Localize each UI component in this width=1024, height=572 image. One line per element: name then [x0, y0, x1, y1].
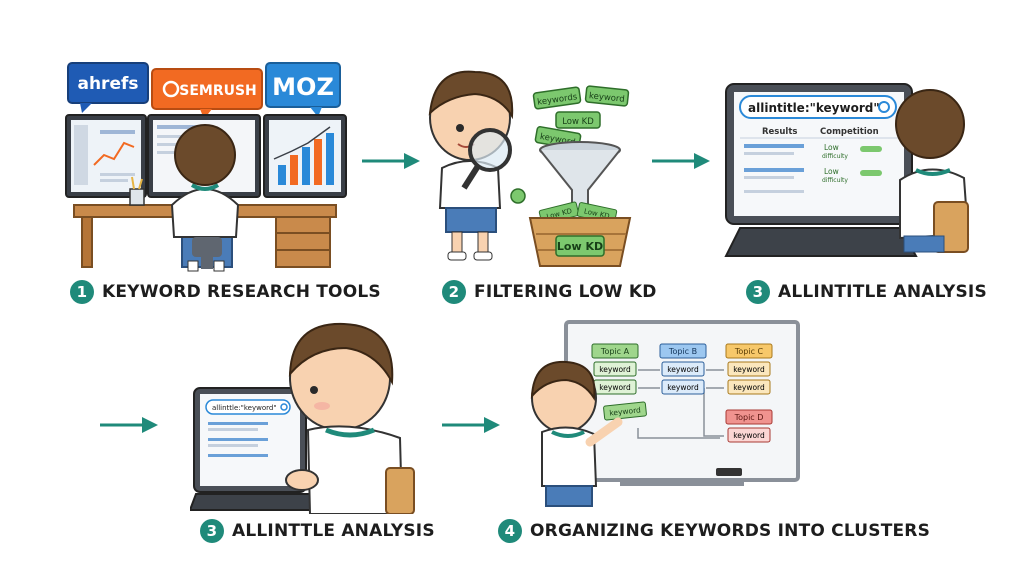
step3b-title: ALLINTTLE ANALYSIS [232, 521, 435, 541]
step4-title: ORGANIZING KEYWORDS INTO CLUSTERS [530, 521, 931, 541]
step3a-number: 3 [746, 280, 770, 304]
svg-text:keyword: keyword [667, 383, 699, 392]
arrow-1-to-2 [362, 153, 420, 169]
boy-at-desk [170, 124, 240, 269]
step3a-label: 3 ALLINTITLE ANALYSIS [746, 280, 987, 304]
tablet: allinttle:"keyword" [190, 387, 329, 511]
step3a-illustration: allintitle:"keyword" Results Competition… [724, 83, 970, 257]
keyword-tag: keywords [532, 86, 582, 110]
svg-text:Results: Results [762, 127, 797, 137]
boy-with-magnifier [428, 70, 514, 261]
svg-text:Low: Low [824, 143, 839, 152]
step2-title: FILTERING LOW KD [474, 282, 657, 302]
search-bar [205, 399, 291, 415]
step3a-title: ALLINTITLE ANALYSIS [778, 282, 987, 302]
svg-text:keyword: keyword [667, 365, 699, 374]
topic-b-card: Topic B keyword keyword [659, 343, 707, 395]
svg-text:keyword: keyword [588, 91, 625, 105]
semrush-logo: SEMRUSH [151, 68, 263, 119]
monitor-left [65, 114, 147, 198]
svg-text:SEMRUSH: SEMRUSH [179, 83, 257, 99]
boy-at-tablet [285, 322, 415, 514]
topic-a-card: Topic A keyword keyword [591, 343, 639, 395]
svg-text:keyword: keyword [733, 431, 765, 440]
basket-icon: Low KD Low KD Low KD [528, 201, 632, 267]
step1-title: KEYWORD RESEARCH TOOLS [102, 282, 381, 302]
svg-text:Topic B: Topic B [668, 347, 697, 356]
step4-number: 4 [498, 519, 522, 543]
step3b-number: 3 [200, 519, 224, 543]
keyword-tag: keyword [584, 85, 630, 107]
svg-text:Low: Low [824, 167, 839, 176]
moz-logo: MOZ [265, 62, 341, 117]
svg-text:keyword: keyword [733, 383, 765, 392]
svg-text:allintitle:"keyword": allintitle:"keyword" [748, 101, 880, 115]
held-keyword-card: keyword [603, 401, 647, 421]
boy-at-whiteboard [530, 360, 623, 507]
svg-text:Topic A: Topic A [600, 347, 630, 356]
topic-c-card: Topic C keyword keyword [725, 343, 773, 395]
search-icon [878, 101, 890, 113]
step2-illustration: keywords keyword Low KD keyword Low KD L… [428, 70, 632, 267]
step1-label: 1 KEYWORD RESEARCH TOOLS [70, 280, 381, 304]
keyboard [724, 227, 918, 257]
step2-number: 2 [442, 280, 466, 304]
keyword-tag: Low KD [555, 111, 601, 129]
search-bar [739, 95, 897, 119]
step3b-illustration: allinttle:"keyword" [190, 322, 415, 514]
keyboard [190, 493, 329, 511]
svg-text:MOZ: MOZ [272, 73, 334, 101]
svg-text:difficulty: difficulty [822, 153, 848, 160]
funnel-icon [539, 141, 621, 211]
svg-text:keyword: keyword [599, 383, 631, 392]
svg-text:keyword: keyword [733, 365, 765, 374]
svg-text:Low KD: Low KD [562, 117, 594, 127]
svg-text:Topic C: Topic C [734, 347, 764, 356]
svg-text:ahrefs: ahrefs [77, 74, 138, 94]
svg-text:keyword: keyword [599, 365, 631, 374]
svg-text:Low KD: Low KD [557, 240, 603, 253]
search-icon [280, 403, 288, 411]
ahrefs-logo: ahrefs [67, 62, 149, 113]
arrow-3-to-4 [442, 417, 500, 433]
step2-label: 2 FILTERING LOW KD [442, 280, 657, 304]
step4-label: 4 ORGANIZING KEYWORDS INTO CLUSTERS [498, 519, 930, 543]
boy-at-tablet [895, 89, 970, 253]
svg-text:Topic D: Topic D [734, 413, 764, 422]
svg-text:allinttle:"keyword": allinttle:"keyword" [212, 404, 277, 412]
step1-illustration: ahrefs SEMRUSH MOZ [65, 62, 347, 272]
svg-text:Competition: Competition [820, 127, 879, 137]
step3b-label: 3 ALLINTTLE ANALYSIS [200, 519, 435, 543]
tablet: allintitle:"keyword" Results Competition… [724, 83, 918, 257]
step1-number: 1 [70, 280, 94, 304]
svg-text:keyword: keyword [609, 405, 642, 417]
arrow-2-to-3 [652, 153, 710, 169]
monitor-right [263, 114, 347, 198]
topic-d-card: Topic D keyword [725, 409, 773, 443]
arrow-into-row2 [100, 417, 158, 433]
step4-illustration: Topic A keyword keyword Topic B keyword … [530, 320, 800, 507]
magnifier-icon [461, 128, 512, 190]
svg-text:difficulty: difficulty [822, 177, 848, 184]
